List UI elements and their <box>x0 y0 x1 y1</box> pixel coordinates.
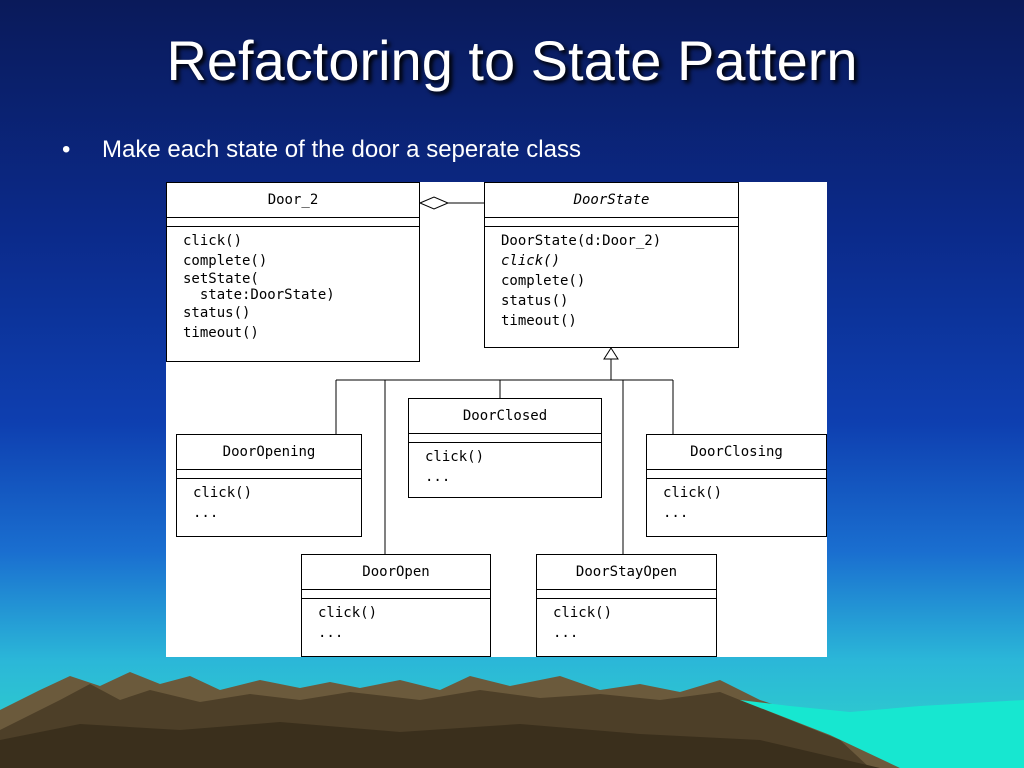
class-operations: click()... <box>318 605 378 641</box>
class-operations: DoorState(d:Door_2)click()complete()stat… <box>501 233 662 329</box>
class-name: DoorClosed <box>409 399 601 434</box>
class-attributes <box>409 434 601 443</box>
diagram-connectors <box>335 196 674 554</box>
class-doorclosed: DoorClosed click()... <box>408 398 602 498</box>
class-operations: click()... <box>553 605 613 641</box>
class-name: DoorStayOpen <box>537 555 716 590</box>
bullet-marker: • <box>62 136 71 163</box>
class-operations: click()complete()setState( state:DoorSta… <box>183 233 335 341</box>
class-attributes <box>302 590 490 599</box>
class-name: DoorOpen <box>302 555 490 590</box>
class-door2: Door_2 click()complete()setState( state:… <box>166 182 420 362</box>
class-doorstate: DoorState DoorState(d:Door_2)click()comp… <box>484 182 739 348</box>
class-dooropening: DoorOpening click()... <box>176 434 362 537</box>
aggregation-diamond <box>418 196 450 210</box>
uml-class-diagram: Door_2 click()complete()setState( state:… <box>166 182 827 657</box>
class-operations: click()... <box>663 485 723 521</box>
class-name: Door_2 <box>167 183 419 218</box>
bullet-text: Make each state of the door a seperate c… <box>102 136 581 163</box>
class-attributes <box>647 470 826 479</box>
class-operations: click()... <box>425 449 485 485</box>
class-name: DoorOpening <box>177 435 361 470</box>
class-attributes <box>537 590 716 599</box>
class-name: DoorState <box>485 183 738 218</box>
class-doorclosing: DoorClosing click()... <box>646 434 827 537</box>
inheritance-triangle <box>603 347 619 360</box>
class-attributes <box>485 218 738 227</box>
class-operations: click()... <box>193 485 253 521</box>
class-doorstayopen: DoorStayOpen click()... <box>536 554 717 657</box>
class-attributes <box>177 470 361 479</box>
class-attributes <box>167 218 419 227</box>
slide-title: Refactoring to State Pattern <box>166 29 858 92</box>
class-name: DoorClosing <box>647 435 826 470</box>
class-dooropen: DoorOpen click()... <box>301 554 491 657</box>
